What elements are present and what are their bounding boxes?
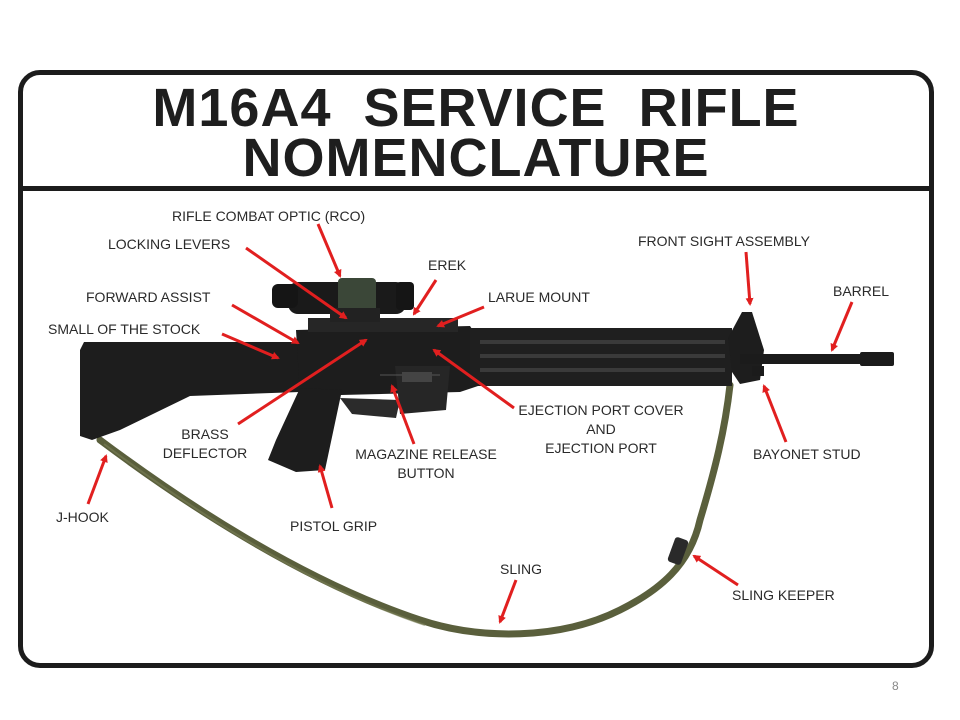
arrow-locking-levers xyxy=(245,246,348,320)
label-sling: SLING xyxy=(500,561,543,577)
label-locking-levers: LOCKING LEVERS xyxy=(108,236,231,252)
arrow-j-hook xyxy=(86,454,108,505)
label-ejection-line-3: EJECTION PORT xyxy=(545,440,657,456)
label-brass-line-2: DEFLECTOR xyxy=(162,445,248,461)
label-rco: RIFLE COMBAT OPTIC (RCO) xyxy=(172,208,366,224)
label-brass-deflector: BRASS DEFLECTOR xyxy=(150,426,260,462)
label-bayonet-stud: BAYONET STUD xyxy=(753,446,861,462)
title-divider xyxy=(18,186,934,191)
label-magazine-release-button: MAGAZINE RELEASE BUTTON xyxy=(338,446,514,482)
label-forward-assist: FORWARD ASSIST xyxy=(86,289,211,305)
rifle-illustration xyxy=(80,278,894,472)
label-pistol-grip: PISTOL GRIP xyxy=(290,518,378,534)
page-number: 8 xyxy=(892,679,899,693)
label-sling-keeper: SLING KEEPER xyxy=(732,587,835,603)
label-erek: EREK xyxy=(428,257,467,273)
arrow-magazine-release xyxy=(390,384,416,445)
arrow-pistol-grip xyxy=(317,464,334,509)
arrow-small-of-stock xyxy=(221,332,280,360)
label-front-sight-assembly: FRONT SIGHT ASSEMBLY xyxy=(638,233,810,249)
label-brass-line-1: BRASS xyxy=(181,426,229,442)
arrow-front-sight xyxy=(744,251,754,306)
arrow-erek xyxy=(412,279,438,316)
arrow-ejection-port xyxy=(432,348,515,410)
label-magazine-line-2: BUTTON xyxy=(397,465,455,481)
label-larue-mount: LARUE MOUNT xyxy=(488,289,590,305)
page-title-line-2: NOMENCLATURE xyxy=(242,128,710,188)
label-magazine-line-1: MAGAZINE RELEASE xyxy=(355,446,497,462)
arrow-forward-assist xyxy=(231,303,300,345)
label-ejection-port-cover: EJECTION PORT COVER AND EJECTION PORT xyxy=(506,402,696,457)
arrow-bayonet-stud xyxy=(762,384,788,443)
label-ejection-line-2: AND xyxy=(586,421,616,437)
sling-illustration xyxy=(96,381,734,638)
label-ejection-line-1: EJECTION PORT COVER xyxy=(518,402,684,418)
label-small-of-the-stock: SMALL OF THE STOCK xyxy=(48,321,201,337)
arrow-larue-mount xyxy=(436,305,485,328)
arrow-rco xyxy=(316,223,342,278)
arrow-sling xyxy=(498,579,518,624)
callout-arrows xyxy=(86,223,854,624)
arrow-brass-deflector xyxy=(237,338,368,426)
sling-keeper-illustration xyxy=(667,537,689,565)
arrow-sling-keeper xyxy=(692,554,739,587)
page-title-line-1: M16A4 SERVICE RIFLE xyxy=(152,78,800,138)
arrow-barrel xyxy=(830,301,854,352)
label-barrel: BARREL xyxy=(833,283,890,299)
label-j-hook: J-HOOK xyxy=(56,509,109,525)
